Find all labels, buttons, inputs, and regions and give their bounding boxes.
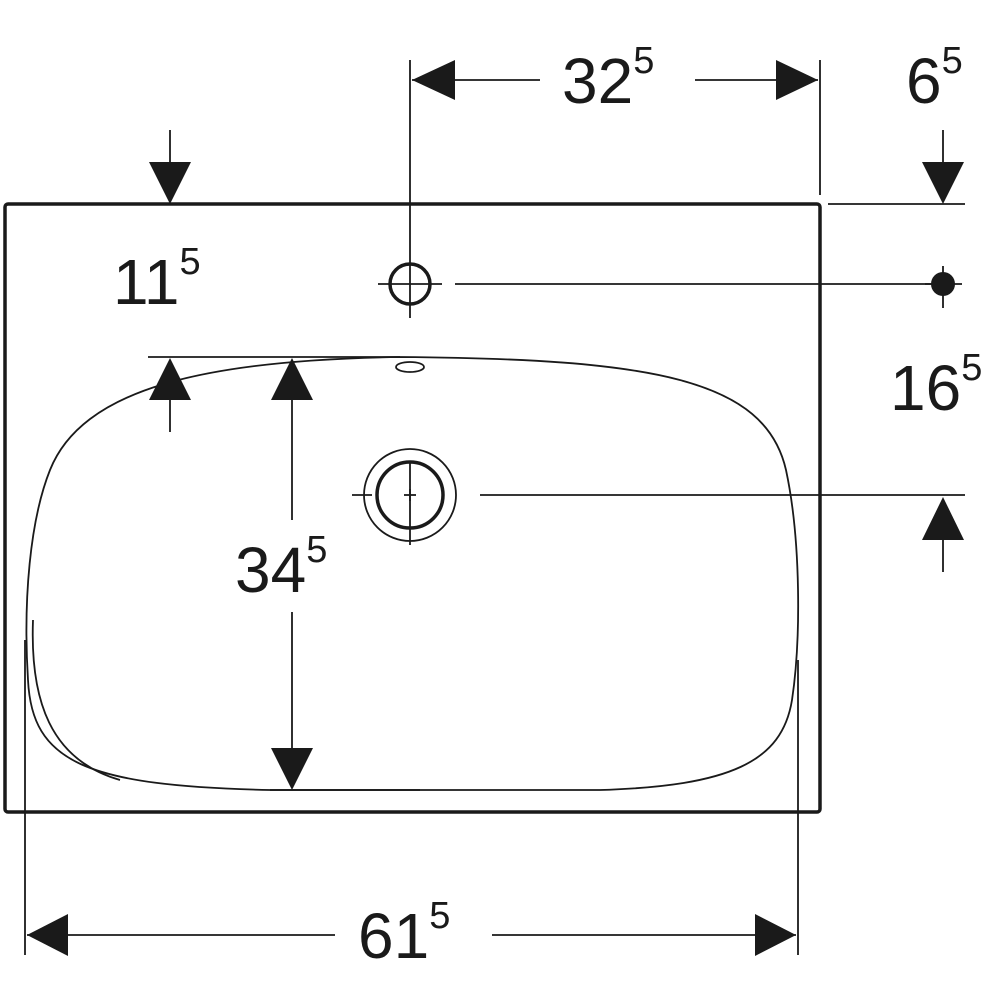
dimension-tap-to-right: 325 (412, 40, 821, 195)
dimension-bowl-depth: 345 (235, 358, 420, 791)
dimension-tap-to-drain: 165 (890, 347, 982, 572)
dimension-right-offset: 65 (828, 40, 965, 205)
svg-text:65: 65 (906, 40, 963, 117)
drain (352, 448, 965, 545)
svg-text:165: 165 (890, 347, 982, 424)
svg-text:325: 325 (562, 40, 654, 117)
dimension-tap-from-back: 115 (113, 130, 400, 432)
tap-hole (378, 60, 962, 318)
basin-outline (3, 202, 822, 814)
bowl-inner-edge (31, 619, 121, 781)
overflow-hole (395, 361, 425, 373)
svg-text:115: 115 (113, 241, 201, 318)
bowl-outline (25, 356, 800, 791)
dimension-overall-width: 615 (24, 640, 799, 972)
svg-text:615: 615 (358, 895, 450, 972)
svg-text:345: 345 (235, 529, 327, 606)
